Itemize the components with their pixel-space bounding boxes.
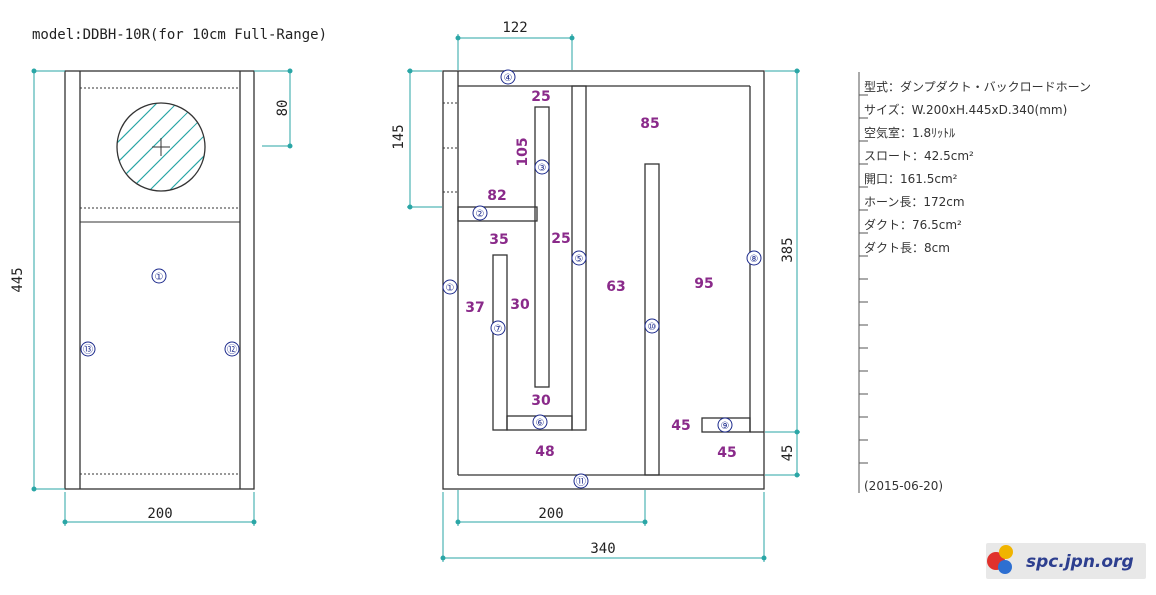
side-dimensions — [407, 34, 800, 562]
front-outline — [64, 70, 255, 490]
side-part-10: ⑩ — [648, 322, 657, 333]
partition-3 — [534, 106, 550, 388]
front-dim-width: 200 — [147, 506, 172, 522]
side-part-2: ② — [476, 209, 485, 220]
side-number: 95 — [694, 276, 713, 292]
side-part-markers — [442, 69, 762, 489]
side-number: 35 — [489, 232, 508, 248]
side-part-7: ⑦ — [494, 324, 503, 335]
side-dim-bottom-total: 340 — [590, 541, 615, 557]
side-number: 45 — [717, 445, 736, 461]
side-number: 63 — [606, 279, 625, 295]
spec-line: 開口：161.5cm² — [864, 172, 958, 186]
side-number: 82 — [487, 188, 506, 204]
spec-line: 空気室：1.8ﾘｯﾄﾙ — [864, 125, 955, 140]
side-part-8: ⑧ — [750, 254, 759, 265]
side-number: 45 — [671, 418, 690, 434]
front-part-12: ⑫ — [227, 344, 237, 356]
spec-line: ホーン長：172cm — [864, 195, 965, 209]
side-number: 30 — [510, 297, 530, 313]
front-dim-height: 445 — [10, 267, 26, 292]
model-title: model:DDBH-10R(for 10cm Full-Range) — [32, 27, 327, 43]
watermark-text: spc.jpn.org — [1026, 552, 1134, 572]
spec-line: スロート：42.5cm² — [864, 149, 974, 163]
side-part-1: ① — [446, 283, 455, 294]
partition-2 — [457, 206, 538, 222]
side-dim-right: 385 — [780, 237, 796, 262]
side-number: 105 — [515, 137, 531, 166]
side-number: 48 — [535, 444, 554, 460]
spec-line: ダクト長：8cm — [864, 240, 950, 255]
side-dim-right-small: 45 — [780, 445, 796, 462]
side-view — [442, 70, 765, 490]
partition-7 — [492, 254, 508, 431]
side-number: 30 — [531, 393, 551, 409]
spec-line: サイズ：W.200xH.445xD.340(mm) — [864, 102, 1067, 117]
front-view — [64, 70, 255, 490]
side-part-6: ⑥ — [536, 418, 545, 429]
side-dim-top: 122 — [502, 20, 527, 36]
side-dim-left: 145 — [391, 124, 407, 149]
spec-line: 型式：ダンプダクト・バックロードホーン — [864, 79, 1091, 94]
spc-logo-icon — [986, 543, 1146, 579]
front-part-13: ⑬ — [83, 344, 93, 356]
front-part-1: ① — [155, 272, 164, 283]
side-number: 37 — [465, 300, 484, 316]
side-outline — [442, 70, 765, 490]
spec-date: (2015-06-20) — [864, 479, 943, 493]
front-dim-top: 80 — [275, 100, 291, 117]
side-part-3: ③ — [538, 163, 547, 174]
side-part-11: ⑪ — [576, 476, 586, 488]
side-part-9: ⑨ — [721, 421, 730, 432]
partition-10 — [644, 163, 660, 476]
side-number: 85 — [640, 116, 659, 132]
spec-line: ダクト：76.5cm² — [864, 217, 962, 232]
front-part-markers — [80, 268, 240, 357]
front-dimensions — [31, 68, 293, 526]
spec-list-frame — [858, 72, 868, 493]
side-part-4: ④ — [504, 73, 513, 84]
side-dim-bottom-inner: 200 — [538, 506, 563, 522]
side-part-5: ⑤ — [575, 254, 584, 265]
side-number: 25 — [531, 89, 550, 105]
side-number: 25 — [551, 231, 570, 247]
